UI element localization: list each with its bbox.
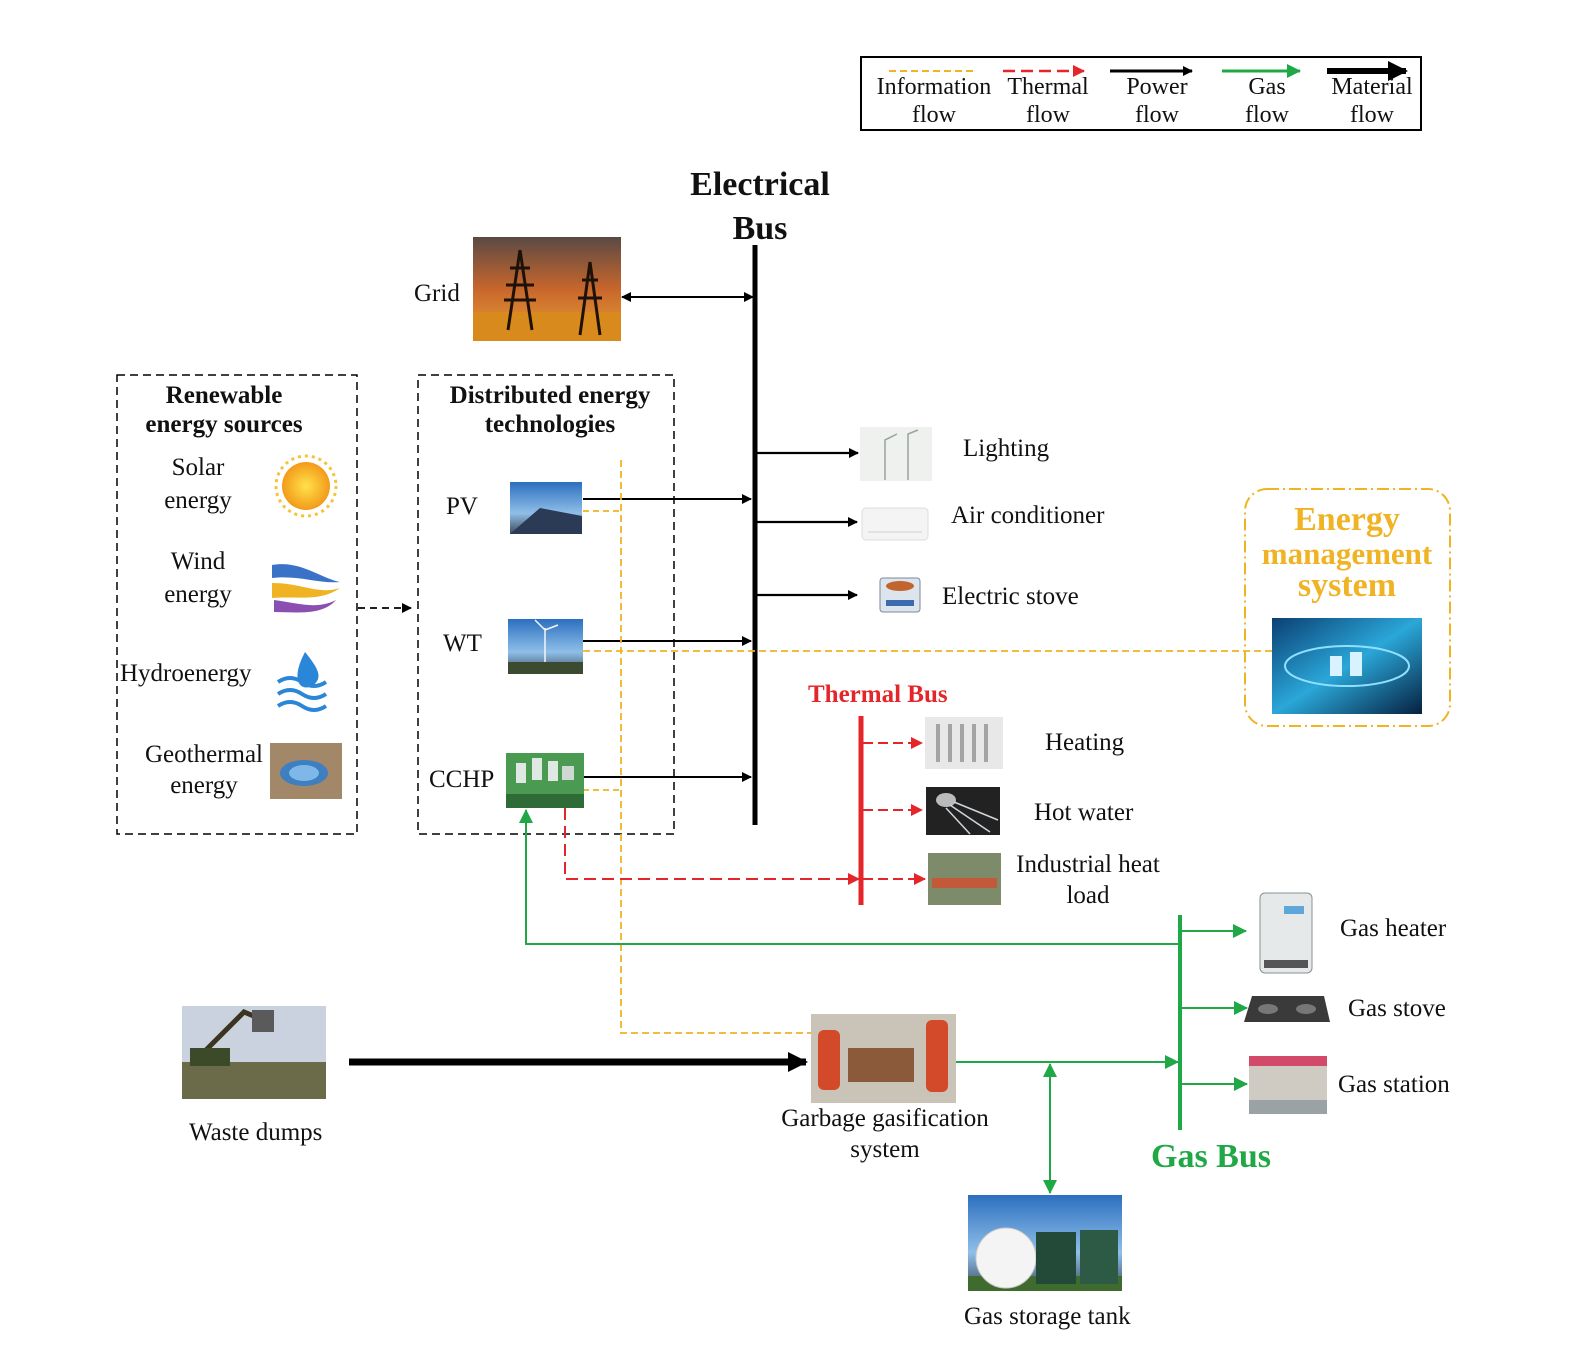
electric-stove-label: Electric stove [942,583,1079,610]
ems-title-line2: management [1261,535,1433,571]
distributed-title-line2: technologies [484,410,616,438]
air-conditioner-label: Air conditioner [951,502,1105,529]
legend-thermal-line2: flow [1026,101,1070,128]
legend-power-label: Power flow [1110,74,1204,129]
gas-heater-label: Gas heater [1340,915,1447,942]
gas-to-cchp-arrow [519,809,1180,945]
cchp-label: CCHP [429,766,495,793]
solar-label-line2: energy [164,486,232,514]
industrial-heat-label-line2: load [1066,882,1110,910]
wind-label: Wind energy [148,546,248,611]
wind-turbine-icon [508,619,583,674]
legend-gas-line2: flow [1245,101,1289,128]
ems-box [1244,488,1451,727]
ems-icon [1272,618,1422,714]
legend-thermal-label: Thermal flow [998,74,1098,129]
legend-information-line1: Information [876,74,992,100]
gas-bus-title: Gas Bus [1151,1138,1271,1175]
legend-power-line2: flow [1135,101,1179,128]
cchp-plant-icon [506,753,584,808]
renewable-title-line1: Renewable [165,382,283,409]
distributed-title: Distributed energy technologies [430,382,670,440]
cchp-thermal-arrow [564,808,860,885]
solar-label-line1: Solar [171,454,225,481]
renewable-title-line2: energy sources [145,410,303,438]
legend-material-label: Material flow [1324,74,1420,129]
electrical-bus-title-line1: Electrical [690,166,830,203]
geothermal-label: Geothermal energy [140,739,268,802]
renewable-title: Renewable energy sources [118,382,330,440]
gas-stove-icon [1244,996,1330,1022]
electric-stove-icon [879,577,921,613]
wt-label: WT [443,630,482,657]
solar-label: Solar energy [148,452,248,517]
pv-panel-icon [510,482,582,534]
pv-label: PV [446,493,478,520]
legend-information-line2: flow [912,101,956,128]
gas-storage-label: Gas storage tank [964,1303,1131,1330]
lighting-label: Lighting [963,435,1050,462]
electrical-bus-title: Electrical Bus [670,163,850,250]
industrial-heat-icon [928,853,1001,905]
gasification-plant-icon [811,1014,956,1103]
wind-label-line1: Wind [170,548,226,575]
gas-station-label: Gas station [1338,1071,1450,1098]
gasification-label: Garbage gasification system [768,1103,1002,1166]
waste-dumps-label: Waste dumps [189,1119,323,1146]
legend-thermal-line1: Thermal [1007,74,1089,100]
legend-material-line2: flow [1350,101,1394,128]
waste-dump-icon [182,1006,326,1099]
water-drop-icon [276,652,328,712]
grid-tower-icon [473,237,621,341]
gas-stove-label: Gas stove [1348,995,1446,1022]
info-flow-trunk [620,460,811,1034]
legend-information-label: Information flow [868,74,1000,129]
distributed-box [417,374,675,835]
legend-gas-line1: Gas [1248,74,1286,100]
geothermal-icon [270,743,342,799]
renewable-box [116,374,358,835]
gas-storage-tank-icon [968,1195,1122,1291]
gasification-label-line2: system [850,1136,920,1164]
air-conditioner-icon [861,507,929,541]
ems-title: Energy management system [1249,501,1445,605]
wind-icon [272,564,340,613]
legend-gas-label: Gas flow [1222,74,1312,129]
hydro-label: Hydroenergy [120,660,252,687]
street-light-icon [860,427,932,481]
wind-label-line2: energy [164,580,232,608]
ems-title-line1: Energy [1294,501,1400,538]
ems-title-line3: system [1297,567,1397,605]
heating-label: Heating [1045,729,1125,756]
distributed-title-line1: Distributed energy [449,382,651,409]
legend-power-line1: Power [1126,74,1188,100]
industrial-heat-label-line1: Industrial heat [1016,851,1160,878]
gas-heater-icon [1259,892,1313,974]
electrical-bus-title-line2: Bus [732,209,788,247]
geothermal-label-line1: Geothermal [144,741,263,768]
gasification-label-line1: Garbage gasification [781,1105,989,1132]
industrial-heat-label: Industrial heat load [1006,849,1170,912]
grid-label: Grid [414,280,460,307]
geothermal-label-line2: energy [170,772,238,800]
thermal-bus-title: Thermal Bus [808,681,948,708]
radiator-icon [925,717,1003,769]
hot-water-label: Hot water [1034,799,1134,826]
shower-icon [926,787,1000,835]
legend-material-line1: Material [1331,74,1413,100]
sun-icon [274,454,338,518]
gas-station-icon [1249,1056,1327,1114]
